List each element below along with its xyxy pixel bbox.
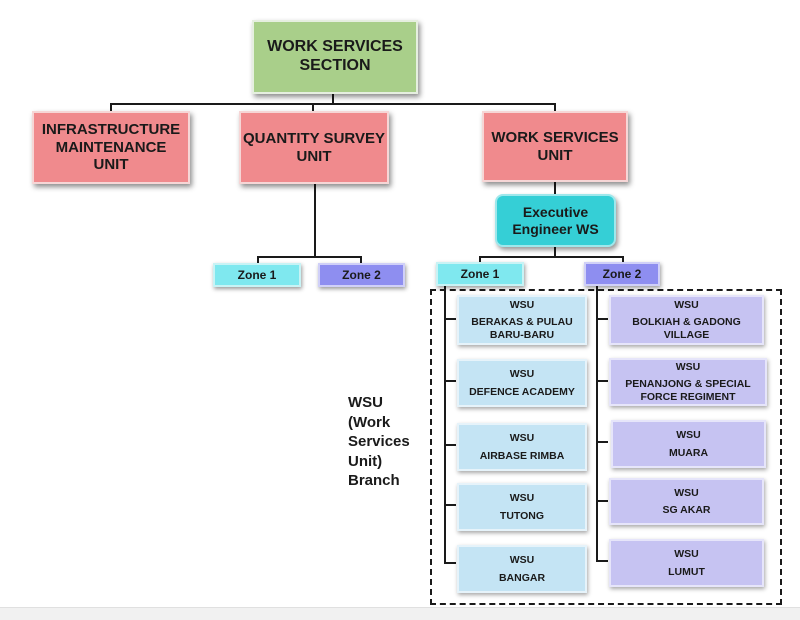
wsu-berakas-line1: BERAKAS & PULAU xyxy=(471,316,573,329)
wsu-defence-academy-box: WSU DEFENCE ACADEMY xyxy=(457,359,587,407)
wsu-sg-akar-head: WSU xyxy=(674,486,699,499)
branch-label-line2: (Work xyxy=(348,413,391,431)
wsu-sg-akar-box: WSU SG AKAR xyxy=(609,478,764,525)
connector-work-services xyxy=(554,103,556,113)
connector-ws-zone2 xyxy=(622,256,624,264)
connector-qs-zone1 xyxy=(257,256,259,264)
connector-top-vertical xyxy=(332,92,334,104)
infrastructure-line1: INFRASTRUCTURE xyxy=(41,120,181,138)
zone1-branch-4 xyxy=(444,504,456,506)
wsu-defence-head: WSU xyxy=(509,368,535,381)
wsu-airbase-head: WSU xyxy=(509,432,535,445)
wsu-tutong-line1: TUTONG xyxy=(499,509,545,522)
executive-line1: Executive xyxy=(522,203,589,220)
branch-label-line4: Unit) xyxy=(348,452,383,470)
wsu-penanjong-head: WSU xyxy=(675,360,701,373)
wsu-bangar-head: WSU xyxy=(509,554,535,567)
branch-label-line1: WSU xyxy=(348,394,383,411)
qs-zone-1-label: Zone 1 xyxy=(237,267,277,282)
branch-label-line3: Services xyxy=(348,433,410,450)
wsu-lumut-box: WSU LUMUT xyxy=(609,539,764,587)
zone2-branch-4 xyxy=(596,500,608,502)
wsu-branch-container xyxy=(430,289,782,605)
wsu-tutong-box: WSU TUTONG xyxy=(457,483,587,531)
wsu-muara-box: WSU MUARA xyxy=(611,420,766,468)
qs-zone-1-box: Zone 1 xyxy=(213,263,301,287)
zone2-branch-3 xyxy=(596,441,608,443)
connector-qs-zone2 xyxy=(360,256,362,264)
infrastructure-line3: UNIT xyxy=(93,156,129,174)
section-title-line1: WORK SERVICES xyxy=(267,38,403,56)
connector-units-horizontal xyxy=(110,103,555,105)
qs-zone-2-label: Zone 2 xyxy=(342,267,381,282)
wsu-penanjong-box: WSU PENANJONG & SPECIAL FORCE REGIMENT xyxy=(609,358,767,406)
connector-ws-zones-horizontal xyxy=(479,256,624,258)
zone2-branch-5 xyxy=(596,560,608,562)
infrastructure-line2: MAINTENANCE xyxy=(55,138,167,156)
zone1-trunk xyxy=(444,284,446,563)
connector-qs-down xyxy=(314,184,316,257)
work-services-unit-line1: WORK SERVICES xyxy=(491,128,619,146)
connector-qs-zones-horizontal xyxy=(257,256,362,258)
wsu-berakas-box: WSU BERAKAS & PULAU BARU-BARU xyxy=(457,295,587,345)
wsu-muara-head: WSU xyxy=(676,429,701,442)
wsu-bangar-box: WSU BANGAR xyxy=(457,545,587,593)
wsu-defence-line1: DEFENCE ACADEMY xyxy=(469,385,575,398)
wsu-penanjong-line2: FORCE REGIMENT xyxy=(640,390,736,403)
ws-zone-1-box: Zone 1 xyxy=(436,262,524,286)
ws-zone-2-label: Zone 2 xyxy=(602,266,642,281)
quantity-survey-unit-box: QUANTITY SURVEY UNIT xyxy=(239,111,389,184)
qs-zone-2-box: Zone 2 xyxy=(318,263,405,287)
wsu-airbase-line1: AIRBASE RIMBA xyxy=(479,449,565,462)
section-title-line2: SECTION xyxy=(299,57,371,74)
wsu-bangar-line1: BANGAR xyxy=(498,571,546,584)
work-services-unit-box: WORK SERVICES UNIT xyxy=(482,111,628,182)
zone1-branch-3 xyxy=(444,444,456,446)
wsu-branch-label: WSU (Work Services Unit) Branch xyxy=(348,393,410,491)
work-services-unit-line2: UNIT xyxy=(537,146,573,164)
ws-zone-1-label: Zone 1 xyxy=(460,266,500,281)
zone2-trunk xyxy=(596,284,598,561)
ws-zone-2-box: Zone 2 xyxy=(584,262,660,286)
quantity-survey-line1: QUANTITY SURVEY xyxy=(243,129,385,147)
zone1-branch-2 xyxy=(444,380,456,382)
bottom-bar xyxy=(0,607,800,620)
wsu-berakas-line2: BARU-BARU xyxy=(489,328,555,341)
wsu-muara-line1: MUARA xyxy=(668,446,709,459)
wsu-airbase-rimba-box: WSU AIRBASE RIMBA xyxy=(457,423,587,471)
wsu-sg-akar-line1: SG AKAR xyxy=(662,504,711,516)
wsu-bolkiah-line1: BOLKIAH & GADONG xyxy=(632,316,741,329)
branch-label-line5: Branch xyxy=(348,472,400,489)
connector-exec-down xyxy=(554,246,556,256)
zone1-branch-1 xyxy=(444,318,456,320)
wsu-lumut-head: WSU xyxy=(674,548,699,561)
connector-ws-zone1 xyxy=(479,256,481,264)
zone2-branch-2 xyxy=(596,380,608,382)
wsu-berakas-head: WSU xyxy=(509,298,535,311)
wsu-lumut-line1: LUMUT xyxy=(668,565,705,578)
wsu-bolkiah-line2: VILLAGE xyxy=(663,328,710,341)
zone1-branch-5 xyxy=(444,562,456,564)
zone2-branch-1 xyxy=(596,318,608,320)
infrastructure-maintenance-unit-box: INFRASTRUCTURE MAINTENANCE UNIT xyxy=(32,111,190,184)
wsu-penanjong-line1: PENANJONG & SPECIAL xyxy=(625,378,751,391)
executive-line2: Engineer WS xyxy=(512,220,599,237)
connector-ws-to-exec xyxy=(554,181,556,195)
wsu-tutong-head: WSU xyxy=(509,492,535,505)
wsu-bolkiah-head: WSU xyxy=(674,298,699,311)
connector-quantity-survey xyxy=(312,103,314,113)
wsu-bolkiah-box: WSU BOLKIAH & GADONG VILLAGE xyxy=(609,295,764,345)
quantity-survey-line2: UNIT xyxy=(296,147,332,165)
executive-engineer-box: Executive Engineer WS xyxy=(495,194,616,247)
work-services-section-box: WORK SERVICES SECTION xyxy=(252,20,418,94)
connector-infrastructure xyxy=(110,103,112,113)
